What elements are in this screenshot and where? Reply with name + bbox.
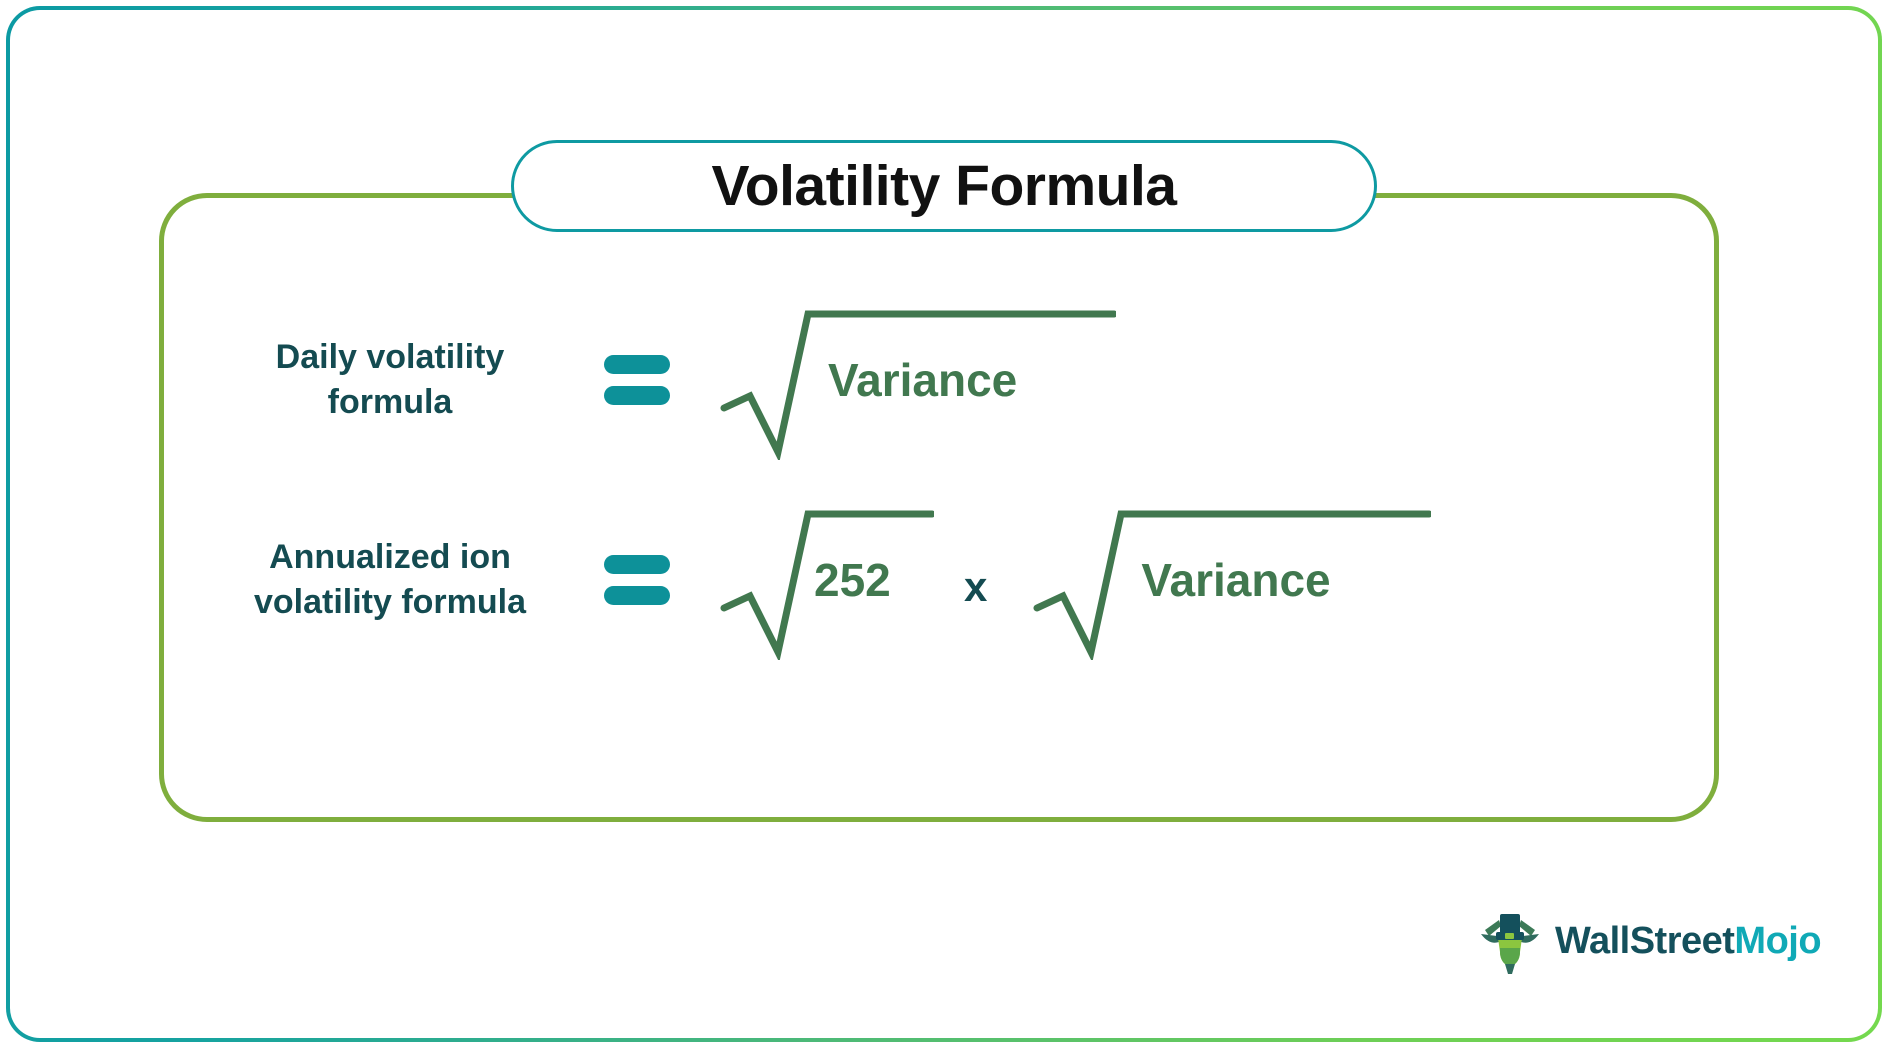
square-root-252: 252 bbox=[716, 500, 934, 660]
title-pill: Volatility Formula bbox=[511, 140, 1377, 232]
logo-text-primary: WallStreet bbox=[1555, 919, 1735, 962]
formula-label-daily: Daily volatility formula bbox=[275, 337, 505, 421]
wallstreetmojo-logo: WallStreetMojo bbox=[1479, 908, 1822, 974]
formula-label-annualized: Annualized ion volatility formula bbox=[253, 537, 527, 621]
bull-head-tophat-icon bbox=[1481, 914, 1539, 974]
formula-row-annualized: Annualized ion volatility formula 252 x … bbox=[210, 500, 1432, 660]
logo-text-accent: Mojo bbox=[1734, 919, 1822, 962]
radical-sign-icon bbox=[720, 310, 1116, 460]
radicand-variance-2: Variance bbox=[1141, 554, 1331, 606]
equals-bar-bottom bbox=[604, 586, 670, 605]
radicand-variance: Variance bbox=[828, 354, 1018, 406]
radical-sign-icon bbox=[1033, 510, 1432, 660]
equals-sign-icon bbox=[584, 355, 690, 405]
equals-bar-top bbox=[604, 555, 670, 574]
square-root-variance: Variance bbox=[716, 300, 1116, 460]
square-root-variance-2: Variance bbox=[1029, 500, 1432, 660]
logo-wordmark: WallStreetMojo bbox=[1555, 919, 1822, 963]
radical-sign-icon bbox=[720, 510, 934, 660]
radicand-252: 252 bbox=[814, 554, 891, 606]
equals-bar-top bbox=[604, 355, 670, 374]
equals-bar-bottom bbox=[604, 386, 670, 405]
formula-row-daily: Daily volatility formula Variance bbox=[210, 300, 1116, 460]
page-title: Volatility Formula bbox=[711, 154, 1177, 218]
equals-sign-icon-2 bbox=[584, 555, 690, 605]
multiplication-symbol: x bbox=[964, 563, 988, 610]
